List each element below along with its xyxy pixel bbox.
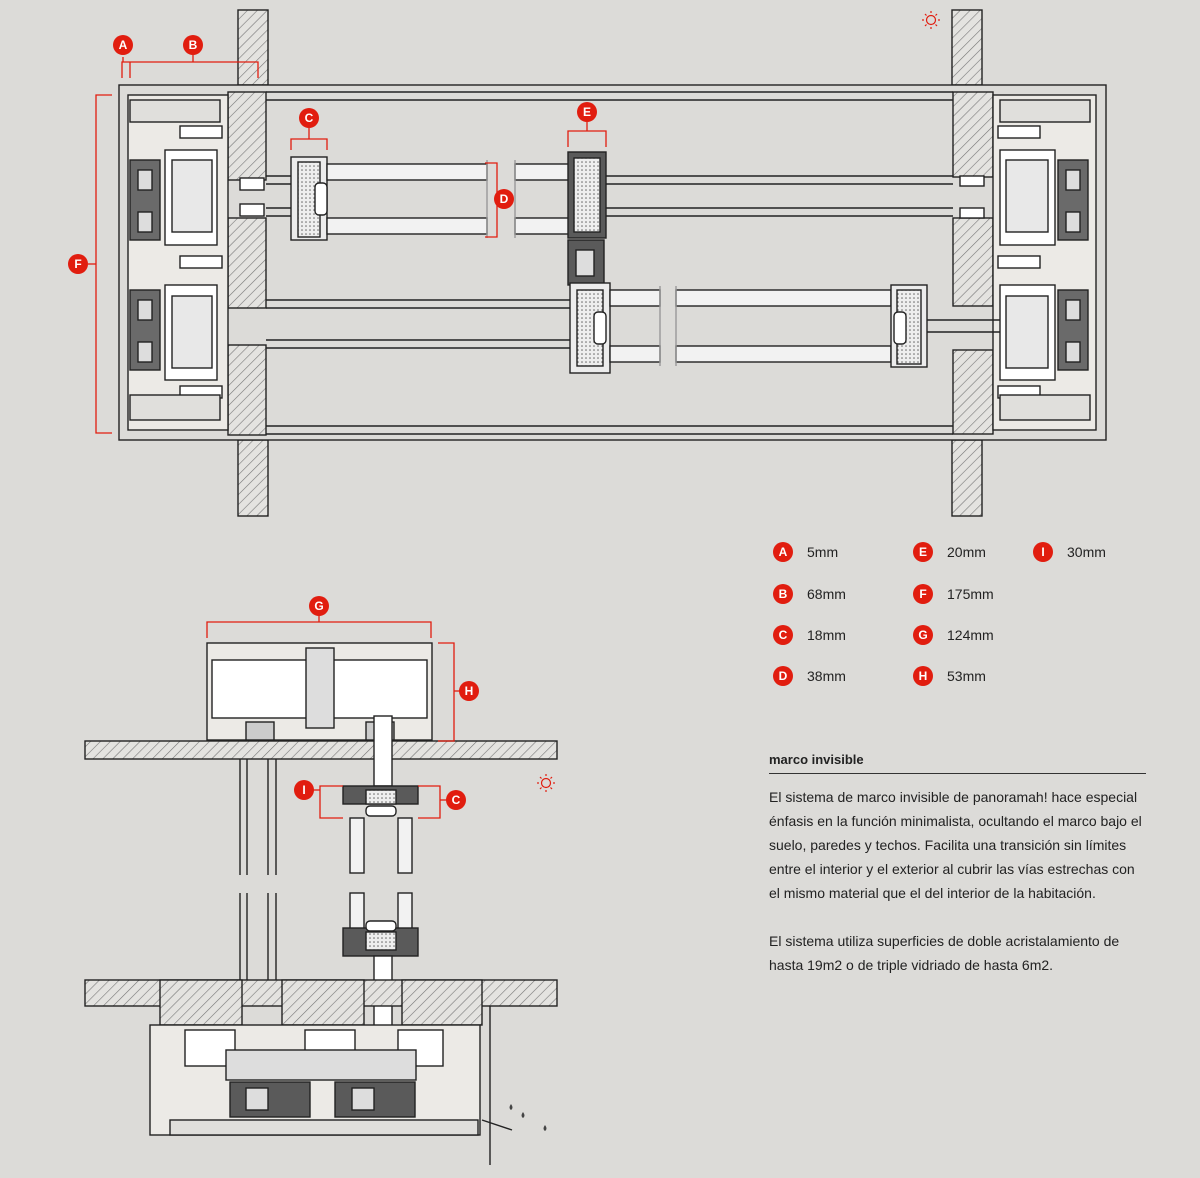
legend-value: 124mm <box>947 627 994 643</box>
legend-key: E <box>913 542 933 562</box>
description-paragraph: El sistema de marco invisible de panoram… <box>769 789 1142 901</box>
bottom-track-profile <box>149 1024 481 1136</box>
callout-c: C <box>299 108 319 128</box>
legend-key: B <box>773 584 793 604</box>
legend-key: C <box>773 625 793 645</box>
glass-panel-upper <box>290 151 607 286</box>
water-drops-icon <box>509 1104 547 1131</box>
section-view <box>84 642 558 1165</box>
legend-key: D <box>773 666 793 686</box>
legend-value: 18mm <box>807 627 846 643</box>
legend-value: 53mm <box>947 668 986 684</box>
legend-key: A <box>773 542 793 562</box>
legend-key: G <box>913 625 933 645</box>
callout-e: E <box>577 102 597 122</box>
callout-c-section: C <box>446 790 466 810</box>
ceiling-slab <box>84 740 558 760</box>
plan-view <box>118 9 1107 517</box>
sun-icon <box>922 11 940 29</box>
callout-h: H <box>459 681 479 701</box>
description-paragraph: El sistema utiliza superficies de doble … <box>769 933 1120 973</box>
section-title: marco invisible <box>769 752 864 767</box>
wall-left <box>237 9 269 86</box>
glass-panel-lower <box>569 282 1000 374</box>
top-track-profile <box>206 642 433 787</box>
left-profile <box>127 94 229 431</box>
callout-g: G <box>309 596 329 616</box>
legend-value: 175mm <box>947 586 994 602</box>
outer-frame <box>118 84 1107 441</box>
callout-i: I <box>294 780 314 800</box>
section-dimensions <box>206 614 462 819</box>
legend-value: 30mm <box>1067 544 1106 560</box>
legend-key: I <box>1033 542 1053 562</box>
wall-right <box>951 9 983 86</box>
callout-d: D <box>494 189 514 209</box>
right-profile <box>992 94 1097 431</box>
legend-value: 38mm <box>807 668 846 684</box>
divider <box>769 773 1146 774</box>
legend-value: 5mm <box>807 544 839 560</box>
legend-key: H <box>913 666 933 686</box>
legend-value: 68mm <box>807 586 846 602</box>
sun-icon <box>537 774 555 792</box>
callout-a: A <box>113 35 133 55</box>
callout-b: B <box>183 35 203 55</box>
legend-value: 20mm <box>947 544 986 560</box>
glass-section <box>342 785 419 1033</box>
legend-key: F <box>913 584 933 604</box>
callout-f: F <box>68 254 88 274</box>
